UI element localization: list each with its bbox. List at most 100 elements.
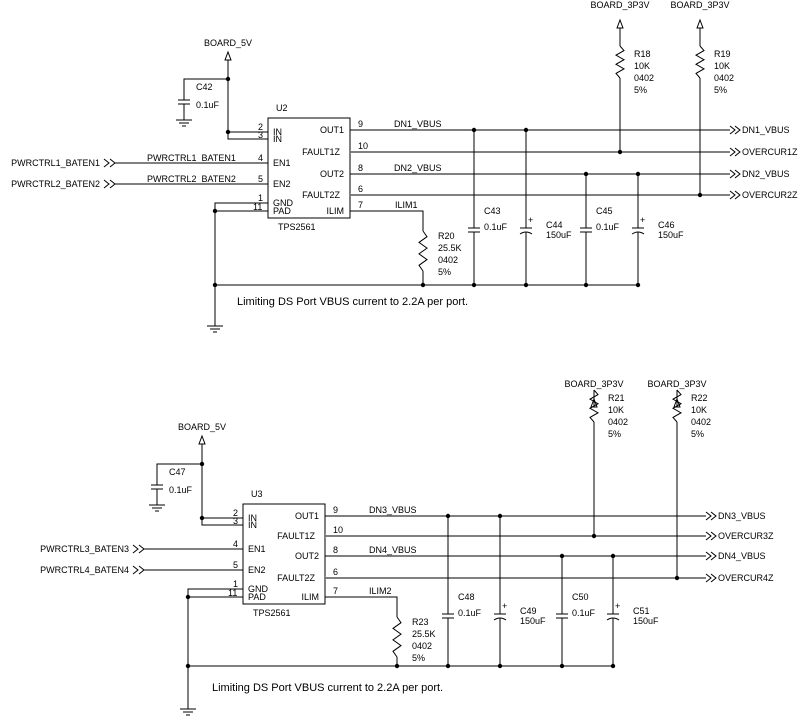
pin-number: 5 xyxy=(258,174,263,184)
net-label-vbus: DN4_VBUS xyxy=(369,545,417,555)
resistor-package: 0402 xyxy=(691,417,711,427)
pin-number: 11 xyxy=(228,588,237,598)
port-arrow xyxy=(132,544,139,554)
net-label-vbus: DN1_VBUS xyxy=(394,119,442,129)
pin-number: 6 xyxy=(358,184,363,194)
pin-number: 6 xyxy=(333,567,338,577)
pin-label-out1: OUT1 xyxy=(295,511,319,521)
resistor-tolerance: 5% xyxy=(438,267,451,277)
junction-dot xyxy=(185,663,191,669)
resistor-symbol xyxy=(588,389,600,423)
junction-dot xyxy=(471,127,477,133)
net-label-en1: PWRCTRL1_BATEN1 xyxy=(147,153,236,163)
port-label-overcur: OVERCUR2Z xyxy=(742,190,798,200)
circuit-block-1: U2TPS2561ININEN1EN2GNDPADOUT1FAULT1ZOUT2… xyxy=(11,0,798,333)
resistor-package: 0402 xyxy=(608,417,628,427)
circuit-block-2: U3TPS2561ININEN1EN2GNDPADOUT1FAULT1ZOUT2… xyxy=(40,379,774,716)
ic-part-number: TPS2561 xyxy=(278,222,316,232)
port-arrow xyxy=(109,158,116,168)
pin-number: 4 xyxy=(258,153,263,163)
wire xyxy=(156,463,202,485)
junction-dot xyxy=(471,282,477,288)
design-note: Limiting DS Port VBUS current to 2.2A pe… xyxy=(212,682,443,694)
pin-label-en1: EN1 xyxy=(248,544,266,554)
capacitor-value: 0.1uF xyxy=(169,485,193,495)
wire xyxy=(227,132,268,140)
pin-label-pad: PAD xyxy=(273,206,291,216)
port-arrow xyxy=(710,573,717,583)
capacitor-ref: C50 xyxy=(572,592,589,602)
pin-label-en1: EN1 xyxy=(273,158,291,168)
pin-label-fault1z: FAULT1Z xyxy=(277,531,315,541)
pin-number: 7 xyxy=(358,200,363,210)
pin-label-pad: PAD xyxy=(248,592,266,602)
pin-number: 7 xyxy=(333,586,338,596)
port-label-overcur: OVERCUR1Z xyxy=(742,147,798,157)
junction-dot xyxy=(697,192,703,198)
pin-label-ilim: ILIM xyxy=(326,206,344,216)
resistor-tolerance: 5% xyxy=(412,653,425,663)
junction-dot xyxy=(523,127,529,133)
pin-label-in: IN xyxy=(248,520,257,530)
port-arrow xyxy=(710,511,717,521)
junction-dot xyxy=(420,282,426,288)
pin-label-in: IN xyxy=(248,513,257,523)
resistor-value: 10K xyxy=(634,61,650,71)
pin-number: 10 xyxy=(333,525,343,535)
port-arrow xyxy=(734,147,741,157)
junction-dot xyxy=(610,663,616,669)
port-arrow xyxy=(729,125,736,135)
port-label-en2: PWRCTRL2_BATEN2 xyxy=(11,179,100,189)
junction-dot xyxy=(617,149,623,155)
resistor-value: 10K xyxy=(714,61,730,71)
resistor-value: 25.5K xyxy=(412,629,436,639)
pin-number: 9 xyxy=(358,119,363,129)
pin-label-fault2z: FAULT2Z xyxy=(277,573,315,583)
resistor-tolerance: 5% xyxy=(608,429,621,439)
polarity-plus: + xyxy=(528,215,533,225)
capacitor-ref: C51 xyxy=(633,606,650,616)
resistor-ref: R21 xyxy=(608,393,625,403)
junction-dot xyxy=(559,663,565,669)
junction-dot xyxy=(225,129,231,135)
polarity-plus: + xyxy=(640,215,645,225)
resistor-value: 10K xyxy=(608,405,624,415)
resistor-package: 0402 xyxy=(438,255,458,265)
resistor-ref: R19 xyxy=(714,49,731,59)
pin-label-in: IN xyxy=(273,134,282,144)
ic-ref: U2 xyxy=(276,103,288,113)
capacitor-value: 0.1uF xyxy=(484,222,508,232)
pin-label-gnd: GND xyxy=(248,584,269,594)
capacitor-value: 0.1uF xyxy=(196,100,220,110)
design-note: Limiting DS Port VBUS current to 2.2A pe… xyxy=(237,296,468,308)
port-arrow xyxy=(138,544,145,554)
junction-dot xyxy=(583,282,589,288)
resistor-tolerance: 5% xyxy=(691,429,704,439)
capacitor-value: 150uF xyxy=(633,616,659,626)
net-label-vbus: DN2_VBUS xyxy=(394,163,442,173)
pin-label-gnd: GND xyxy=(273,198,294,208)
pin-label-out1: OUT1 xyxy=(320,125,344,135)
resistor-symbol xyxy=(418,230,428,272)
port-label-overcur: OVERCUR4Z xyxy=(718,573,774,583)
resistor-ref: R22 xyxy=(691,393,708,403)
junction-dot xyxy=(610,553,616,559)
capacitor-ref: C48 xyxy=(458,592,475,602)
rail-label-board-5v: BOARD_5V xyxy=(204,38,252,48)
resistor-tolerance: 5% xyxy=(714,85,727,95)
junction-dot xyxy=(445,663,451,669)
wire xyxy=(201,444,243,519)
resistor-ref: R20 xyxy=(438,231,455,241)
pin-number: 8 xyxy=(358,163,363,173)
wire xyxy=(183,78,228,100)
port-arrow xyxy=(729,190,736,200)
junction-dot xyxy=(445,513,451,519)
resistor-symbol xyxy=(671,389,683,423)
junction-dot xyxy=(523,282,529,288)
pin-number: 1 xyxy=(233,579,238,589)
capacitor-ref: C44 xyxy=(546,220,563,230)
pin-number: 1 xyxy=(258,193,263,203)
pin-label-fault2z: FAULT2Z xyxy=(302,190,340,200)
port-arrow xyxy=(103,158,110,168)
